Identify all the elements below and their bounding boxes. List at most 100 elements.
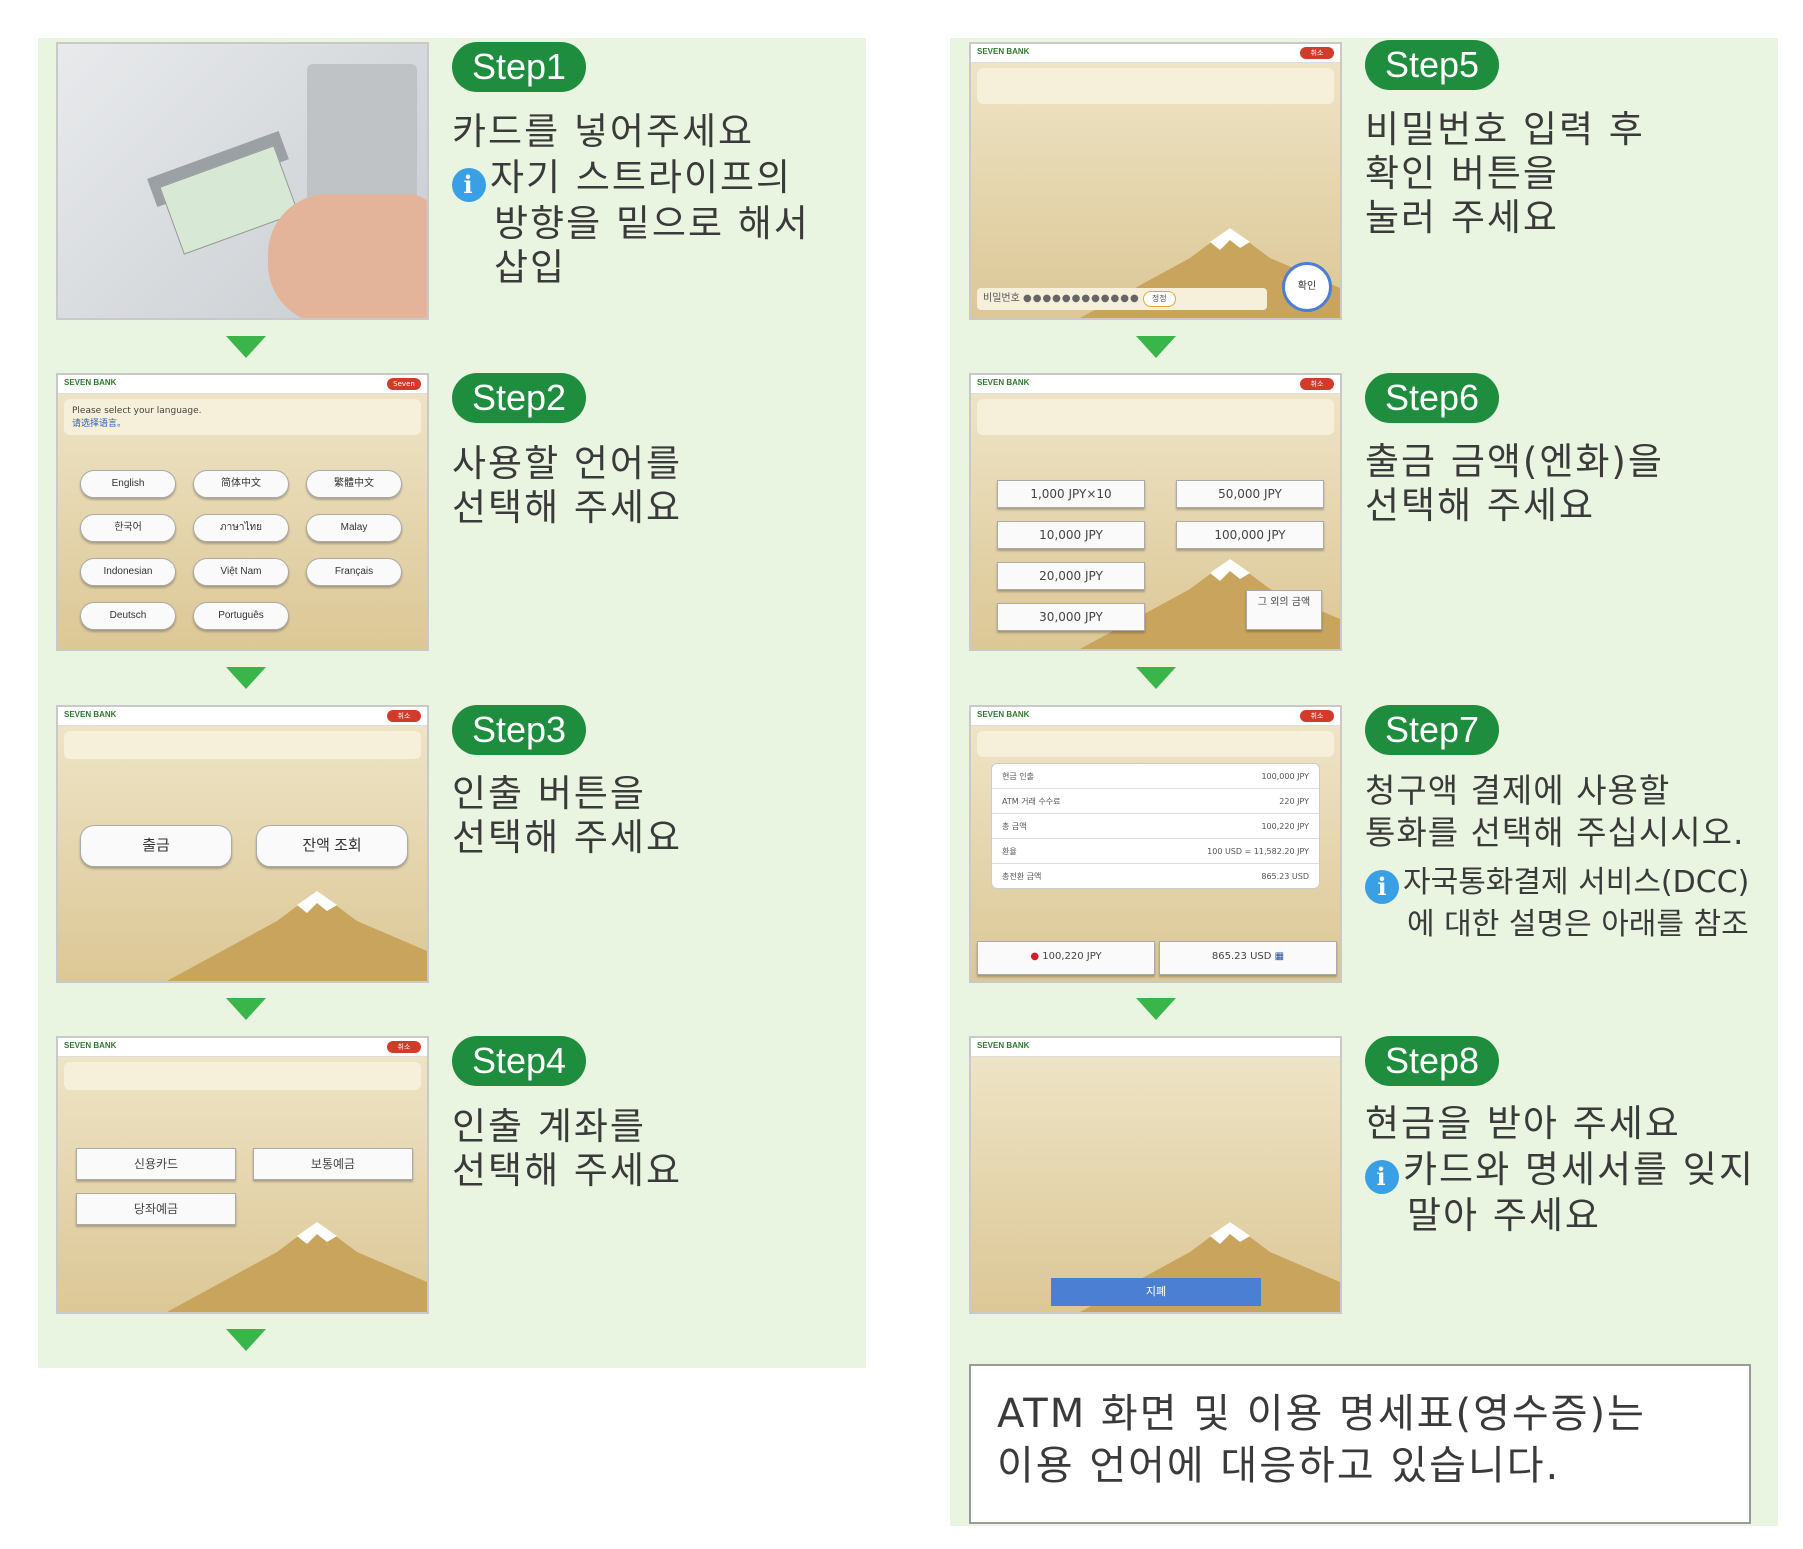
lang-simplified-chinese[interactable]: 简体中文 [193,470,289,498]
language-support-note: ATM 화면 및 이용 명세표(영수증)는 이용 언어에 대응하고 있습니다. [969,1364,1751,1524]
step4-text: 인출 계좌를 선택해 주세요 [452,1105,683,1192]
step2-text: 사용할 언어를 선택해 주세요 [452,442,683,529]
sevenbank-logo: SEVEN BANK [977,710,1030,719]
transaction-prompt [64,731,421,759]
screen-topbar [971,1038,1340,1057]
lang-thai[interactable]: ภาษาไทย [193,514,289,542]
arrow-down-3 [226,998,266,1020]
step8-badge: Step8 [1365,1036,1500,1086]
step2-language-screen: SEVEN BANK Seven Please select your lang… [56,373,429,651]
amount-30000-button[interactable]: 30,000 JPY [997,603,1145,631]
pin-ok-button[interactable]: 확인 [1282,262,1332,312]
cash-dispense-indicator: 지폐 [1051,1278,1261,1306]
account-prompt [64,1062,421,1090]
cancel-button[interactable]: 취소 [1300,710,1334,722]
japan-flag-icon: ● [1030,951,1040,962]
cancel-button[interactable]: 취소 [387,1041,421,1053]
step5-badge: Step5 [1365,40,1500,90]
sevenbank-logo: SEVEN BANK [977,378,1030,387]
pin-correct-button[interactable]: 정정 [1142,291,1176,307]
screen-topbar [58,1038,427,1057]
arrow-down-6 [1136,667,1176,689]
amount-1000x10-button[interactable]: 1,000 JPY×10 [997,480,1145,508]
us-flag-icon: ▦ [1274,951,1285,962]
info-icon: i [1365,1160,1399,1194]
arrow-down-5 [1136,336,1176,358]
lang-french[interactable]: Français [306,558,402,586]
lang-portuguese[interactable]: Português [193,602,289,630]
screen-topbar [58,707,427,726]
amount-10000-button[interactable]: 10,000 JPY [997,521,1145,549]
amount-100000-button[interactable]: 100,000 JPY [1176,521,1324,549]
mountain-illustration [167,1222,427,1312]
step6-text: 출금 금액(엔화)을 선택해 주세요 [1365,440,1664,527]
step7-text: 청구액 결제에 사용할 통화를 선택해 주십시시오. [1365,771,1745,852]
screen-topbar [971,44,1340,63]
lang-malay[interactable]: Malay [306,514,402,542]
language-prompt: Please select your language. 请选择语言。 [64,399,421,435]
step6-amount-screen: SEVEN BANK 취소 1,000 JPY×10 50,000 JPY 10… [969,373,1342,651]
step7-badge: Step7 [1365,705,1500,755]
sevenbank-logo: SEVEN BANK [977,47,1030,56]
pin-dots: ●●●●●●●●●●●● [1023,293,1140,304]
lang-indonesian[interactable]: Indonesian [80,558,176,586]
cancel-button[interactable]: 취소 [1300,378,1334,390]
lang-vietnamese[interactable]: Việt Nam [193,558,289,586]
balance-inquiry-button[interactable]: 잔액 조회 [256,825,408,867]
atm-keypad [307,64,417,214]
info-icon: i [1365,870,1399,904]
step5-pin-screen: SEVEN BANK 취소 비밀번호 ●●●●●●●●●●●● 정정 확인 [969,42,1342,320]
step1-badge: Step1 [452,42,587,92]
step3-text: 인출 버튼을 선택해 주세요 [452,772,683,859]
arrow-down-1 [226,336,266,358]
sevenbank-logo: SEVEN BANK [64,1041,117,1050]
step6-badge: Step6 [1365,373,1500,423]
amount-50000-button[interactable]: 50,000 JPY [1176,480,1324,508]
step3-transaction-screen: SEVEN BANK 취소 출금 잔액 조회 [56,705,429,983]
pin-field[interactable]: 비밀번호 ●●●●●●●●●●●● 정정 [977,288,1267,310]
step4-account-screen: SEVEN BANK 취소 신용카드 보통예금 당좌예금 [56,1036,429,1314]
step5-text: 비밀번호 입력 후 확인 버튼을 눌러 주세요 [1365,108,1645,239]
lang-korean[interactable]: 한국어 [80,514,176,542]
arrow-down-7 [1136,998,1176,1020]
step8-cash-screen: SEVEN BANK 지폐 [969,1036,1342,1314]
currency-prompt [977,731,1334,757]
sevenbank-logo: SEVEN BANK [64,710,117,719]
arrow-down-2 [226,667,266,689]
step2-badge: Step2 [452,373,587,423]
lang-german[interactable]: Deutsch [80,602,176,630]
cancel-button[interactable]: 취소 [387,710,421,722]
step8-text: 현금을 받아 주세요 [1365,1102,1681,1145]
savings-button[interactable]: 보통예금 [253,1148,413,1180]
checking-button[interactable]: 당좌예금 [76,1193,236,1225]
other-amount-button[interactable]: 그 외의 금액 [1246,590,1322,630]
amount-20000-button[interactable]: 20,000 JPY [997,562,1145,590]
screen-topbar [971,375,1340,394]
pin-prompt [977,68,1334,104]
pay-in-jpy-button[interactable]: ● 100,220 JPY [977,941,1155,975]
pay-in-usd-button[interactable]: 865.23 USD ▦ [1159,941,1337,975]
arrow-down-4 [226,1329,266,1351]
cancel-button[interactable]: Seven [387,378,421,390]
withdraw-button[interactable]: 출금 [80,825,232,867]
amount-prompt [977,399,1334,435]
info-icon: i [452,168,486,202]
sevenbank-logo: SEVEN BANK [64,378,117,387]
cancel-button[interactable]: 취소 [1300,47,1334,59]
hand [268,194,427,318]
screen-topbar [58,375,427,394]
screen-topbar [971,707,1340,726]
step1-card-insert-photo [56,42,429,320]
lang-traditional-chinese[interactable]: 繁體中文 [306,470,402,498]
credit-card-button[interactable]: 신용카드 [76,1148,236,1180]
lang-english[interactable]: English [80,470,176,498]
